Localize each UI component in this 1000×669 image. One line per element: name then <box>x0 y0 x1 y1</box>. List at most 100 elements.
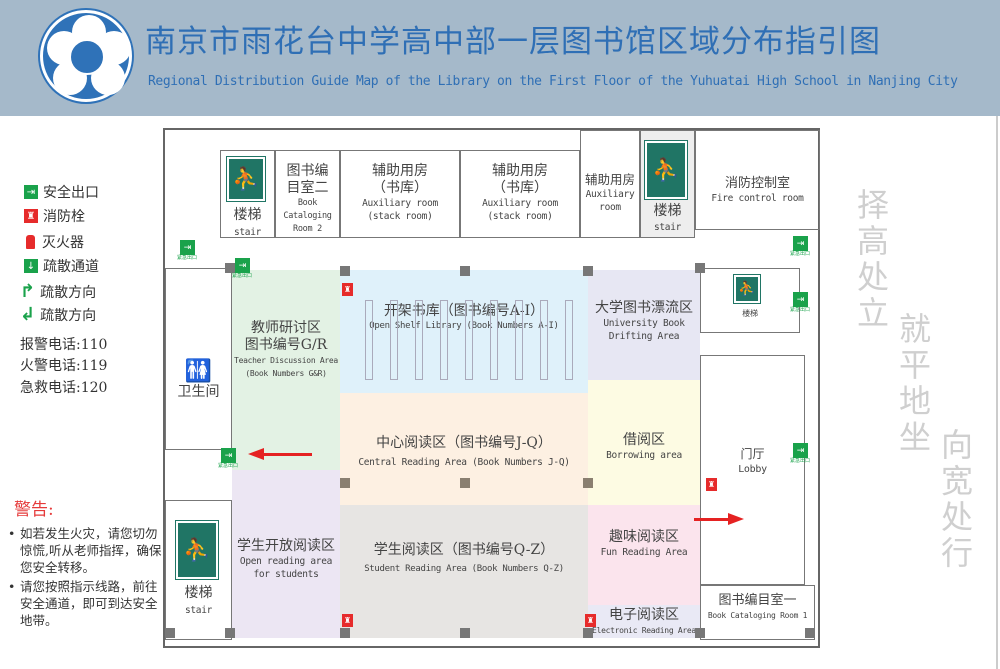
slogan: 向宽处行 <box>936 428 974 572</box>
frame-border <box>996 116 998 669</box>
legend-label: 疏散通道 <box>43 259 99 275</box>
arrow-head <box>728 513 744 525</box>
evacuation-arrow-left <box>262 453 312 456</box>
auxiliary-room-3: 辅助用房 Auxiliary room <box>580 130 640 238</box>
student-reading-area: 学生阅读区（图书编号Q-Z） Student Reading Area (Boo… <box>340 505 588 638</box>
room-label-en: Auxiliary room <box>585 189 635 213</box>
bookshelf <box>415 300 423 380</box>
legend-emergency-exit: ⇥安全出口 <box>24 182 99 202</box>
zone-label: 教师研讨区 <box>251 320 321 336</box>
zone-label: 学生开放阅读区 <box>237 538 335 554</box>
emergency-exit-icon: ⇥ <box>24 185 38 199</box>
bookshelf <box>465 300 473 380</box>
warning-text: 如若发生火灾，请您切勿惊慌,听从老师指挥，确保您安全转移。 <box>20 526 162 575</box>
zone-label-en: Open reading area <box>239 556 333 567</box>
room-label-en: Lobby <box>738 464 767 475</box>
auxiliary-room-2: 辅助用房（书库） Auxiliary room(stack room) <box>460 150 580 238</box>
book-cataloging-room-2: 图书编目室二 Book Cataloging Room 2 <box>275 150 340 238</box>
zone-label: 开架书库（图书编号A-I） <box>383 303 545 319</box>
stair-icon: ⛹ <box>226 156 266 202</box>
legend-fire-hydrant: ♜消防栓 <box>24 206 85 226</box>
warning-item: 请您按照指示线路，前往安全通道，即可到达安全地带。 <box>8 578 163 629</box>
room-label-en: Book Cataloging Room 1 <box>707 611 808 620</box>
warning-title: 警告: <box>14 500 54 520</box>
room-label-en: (stack room) <box>367 211 433 222</box>
fun-reading-area: 趣味阅读区 Fun Reading Area <box>588 505 700 605</box>
open-shelf-library: 开架书库（图书编号A-I） Open Shelf Library (Book N… <box>340 270 588 393</box>
stair-icon: ⛹ <box>733 274 761 304</box>
stair-icon: ⛹ <box>644 140 688 200</box>
emergency-exit-label: 紧急出口 <box>232 273 253 279</box>
slogan: 择高处立 <box>852 188 890 332</box>
zone-label-en: Open Shelf Library (Book Numbers A-I) <box>369 321 559 331</box>
room-label: 消防控制室 <box>724 176 790 191</box>
stair-right: ⛹ 楼梯 <box>700 268 800 333</box>
room-label-en: stair <box>184 605 213 616</box>
bookshelf <box>565 300 573 380</box>
room-label-en: Fire control room <box>711 193 804 204</box>
warning-item: 如若发生火灾，请您切勿惊慌,听从老师指挥，确保您安全转移。 <box>8 525 163 576</box>
zone-label: 借阅区 <box>623 432 665 448</box>
emergency-exit-label: 紧急出口 <box>177 255 198 261</box>
bookshelf <box>365 300 373 380</box>
room-label: 楼梯 <box>184 585 213 601</box>
zone-label-en: University Book <box>603 318 685 329</box>
zone-label: 图书编号G/R <box>244 337 328 353</box>
room-label-en: stair <box>233 227 262 238</box>
zone-label: 电子阅读区 <box>609 607 679 623</box>
room-label-en: Auxiliary room <box>482 198 558 209</box>
lobby: 门厅 Lobby <box>700 355 805 585</box>
stair-top-left: ⛹ 楼梯 stair <box>220 150 275 238</box>
emergency-exit-icon: ⇥ <box>180 240 195 255</box>
emergency-exit-icon: ⇥ <box>793 443 808 458</box>
evacuation-direction-down-icon: ↲ <box>20 304 36 325</box>
central-reading-area: 中心阅读区（图书编号J-Q） Central Reading Area (Boo… <box>340 393 588 505</box>
stair-icon: ⛹ <box>175 520 219 580</box>
legend-evacuation-passage: ↓ 疏散通道 <box>24 256 99 276</box>
zone-label-en: (Book Numbers G&R) <box>245 369 327 378</box>
room-label: 卫生间 <box>177 384 220 400</box>
open-reading-area-for-students: 学生开放阅读区 Open reading area for students <box>232 470 340 638</box>
emergency-exit-label: 紧急出口 <box>790 307 811 313</box>
floor-plan <box>163 128 820 648</box>
zone-label: 中心阅读区（图书编号J-Q） <box>376 435 552 451</box>
zone-label-en: Borrowing area <box>606 450 682 461</box>
bookshelf <box>440 300 448 380</box>
room-label: 图书编目室一 <box>718 593 797 608</box>
bookshelf <box>490 300 498 380</box>
fire-phone: 火警电话:119 <box>20 358 108 374</box>
restroom: 🚻 卫生间 <box>165 268 232 450</box>
restroom-icon: 🚻 <box>184 359 213 384</box>
bookshelf <box>515 300 523 380</box>
legend-fire-extinguisher: 灭火器 <box>24 232 84 252</box>
legend-label: 灭火器 <box>42 235 84 251</box>
teacher-discussion-area: 教师研讨区 图书编号G/R Teacher Discussion Area (B… <box>232 270 340 470</box>
bookshelf <box>390 300 398 380</box>
slogan: 就平地坐 <box>894 312 932 456</box>
evacuation-passage-icon: ↓ <box>24 259 38 273</box>
warning-text: 请您按照指示线路，前往安全通道，即可到达安全地带。 <box>20 579 158 628</box>
bookshelf <box>540 300 548 380</box>
legend-evacuation-direction-down: ↲疏散方向 <box>20 304 96 325</box>
room-label: 楼梯 <box>742 309 758 318</box>
legend-label: 疏散方向 <box>40 284 97 301</box>
evacuation-arrow-right <box>694 518 730 521</box>
zone-label-en: Central Reading Area (Book Numbers J-Q) <box>358 457 570 468</box>
room-label: 楼梯 <box>653 203 682 219</box>
page-title: 南京市雨花台中学高中部一层图书馆区域分布指引图 <box>145 24 881 60</box>
legend-evacuation-direction-up: ↱疏散方向 <box>20 281 96 302</box>
room-label-en: (stack room) <box>487 211 553 222</box>
page-subtitle: Regional Distribution Guide Map of the L… <box>148 74 958 89</box>
emergency-exit-icon: ⇥ <box>221 448 236 463</box>
zone-label-en: for students <box>253 569 319 580</box>
zone-label: 学生阅读区（图书编号Q-Z） <box>373 542 555 558</box>
room-label-en: Book Cataloging Room 2 <box>283 198 332 234</box>
room-label: （书库） <box>492 180 548 196</box>
zone-label-en: Electronic Reading Area <box>592 626 696 635</box>
ambulance-phone: 急救电话:120 <box>20 380 108 396</box>
zone-label-en: Drifting Area <box>608 331 680 342</box>
auxiliary-room-1: 辅助用房（书库） Auxiliary room(stack room) <box>340 150 460 238</box>
police-phone: 报警电话:110 <box>20 337 108 353</box>
fire-hydrant-icon: ♜ <box>24 209 38 223</box>
stair-top-right: ⛹ 楼梯 stair <box>640 130 695 238</box>
